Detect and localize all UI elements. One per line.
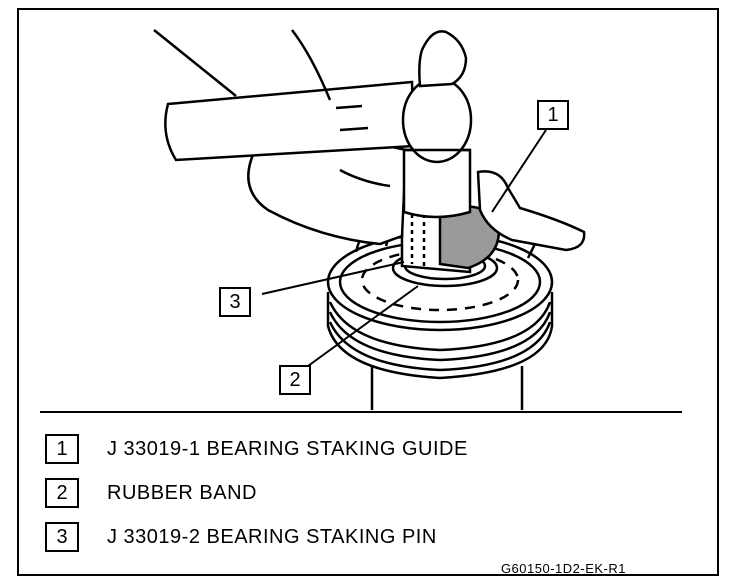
legend-label: RUBBER BAND	[107, 481, 257, 504]
callout-1: 1	[537, 100, 569, 130]
hand	[247, 139, 586, 252]
hammer-head	[401, 30, 473, 219]
legend-divider	[40, 411, 682, 413]
shaft	[370, 366, 524, 410]
legend-item-1: 1 J 33019-1 BEARING STAKING GUIDE	[45, 433, 468, 465]
hammer-handle	[164, 80, 416, 162]
legend-number: 1	[45, 434, 79, 464]
leader-lines	[261, 129, 547, 367]
pulley	[326, 232, 554, 380]
callout-2: 2	[279, 365, 311, 395]
legend-number: 2	[45, 478, 79, 508]
legend-label: J 33019-1 BEARING STAKING GUIDE	[107, 437, 468, 460]
arm	[153, 29, 332, 101]
legend-number: 3	[45, 522, 79, 552]
legend-item-3: 3 J 33019-2 BEARING STAKING PIN	[45, 521, 437, 553]
legend-label: J 33019-2 BEARING STAKING PIN	[107, 525, 437, 548]
figure-code: G60150-1D2-EK-R1	[500, 561, 626, 576]
callout-3: 3	[219, 287, 251, 317]
figure-frame	[17, 8, 719, 576]
legend-item-2: 2 RUBBER BAND	[45, 477, 257, 509]
